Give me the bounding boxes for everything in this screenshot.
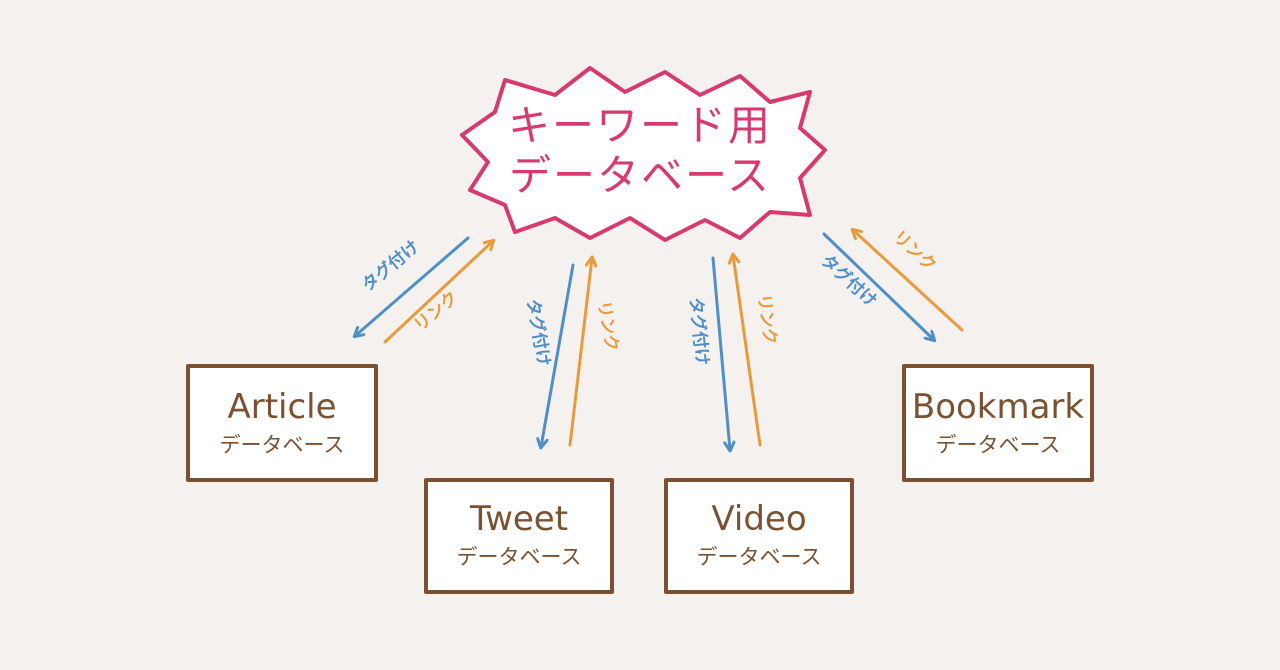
video-tag-label: タグ付け <box>685 296 713 366</box>
video-title: Video <box>711 499 806 539</box>
article-connection: タグ付け リンク <box>355 236 493 344</box>
video-link-label: リンク <box>753 293 780 346</box>
bookmark-subtitle: データベース <box>936 433 1061 457</box>
tweet-box-outline <box>424 478 614 594</box>
article-link-arrow <box>383 241 493 344</box>
bookmark-title: Bookmark <box>912 387 1085 427</box>
tweet-connection: タグ付け リンク <box>522 258 622 447</box>
video-database-box: Video データベース <box>664 478 854 594</box>
bookmark-connection: タグ付け リンク <box>817 227 964 340</box>
video-link-arrow <box>733 255 762 447</box>
hub-title-line1: キーワード用 <box>508 101 772 150</box>
article-box-outline <box>186 364 378 482</box>
video-connection: タグ付け リンク <box>685 255 780 450</box>
bookmark-database-box: Bookmark データベース <box>902 364 1094 482</box>
video-tag-arrow <box>711 256 730 450</box>
tweet-link-arrow <box>568 258 592 447</box>
keyword-database-hub: キーワード用 データベース <box>460 66 827 242</box>
video-box-outline <box>664 478 854 594</box>
tweet-title: Tweet <box>469 499 568 539</box>
hub-burst-outline <box>460 66 827 242</box>
article-title: Article <box>227 387 336 427</box>
article-tag-arrow <box>355 236 470 336</box>
tweet-link-label: リンク <box>593 299 622 353</box>
article-subtitle: データベース <box>220 433 345 457</box>
video-subtitle: データベース <box>697 545 822 569</box>
hub-title-line2: データベース <box>509 151 771 200</box>
tweet-tag-label: タグ付け <box>522 297 554 368</box>
bookmark-tag-arrow <box>822 232 934 340</box>
tweet-database-box: Tweet データベース <box>424 478 614 594</box>
tweet-subtitle: データベース <box>457 545 582 569</box>
tweet-tag-arrow <box>541 263 575 447</box>
article-database-box: Article データベース <box>186 364 378 482</box>
bookmark-box-outline <box>902 364 1094 482</box>
bookmark-link-arrow <box>853 230 964 332</box>
